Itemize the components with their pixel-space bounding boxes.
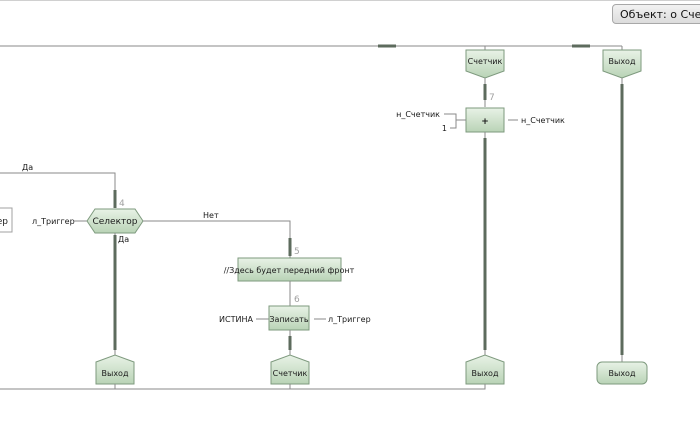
node-top-counter[interactable]: Счетчик xyxy=(465,49,505,79)
node-label: ер xyxy=(0,217,8,227)
node-plus[interactable]: + xyxy=(465,107,505,133)
step-number: 5 xyxy=(294,247,300,257)
node-bottom-exit-2[interactable]: Выход xyxy=(465,354,505,385)
branch-label-yes: Да xyxy=(118,235,129,244)
step-number: 7 xyxy=(489,93,495,103)
node-top-exit[interactable]: Выход xyxy=(602,49,642,79)
input-label: ИСТИНА xyxy=(219,315,253,324)
node-bottom-exit-1[interactable]: Выход xyxy=(95,354,135,385)
branch-label-yes: Да xyxy=(22,163,33,172)
node-bottom-exit-3[interactable]: Выход xyxy=(596,361,648,385)
node-selector[interactable]: Селектор xyxy=(86,208,144,234)
node-label: Счетчик xyxy=(273,369,308,378)
node-label: Выход xyxy=(609,57,636,66)
branch-label-no: Нет xyxy=(203,211,219,220)
node-label: Счетчик xyxy=(468,57,503,66)
node-write[interactable]: Записать xyxy=(268,305,310,331)
step-number: 4 xyxy=(119,199,125,209)
object-tab[interactable]: Объект: о Счетчик xyxy=(612,4,700,24)
output-label: л_Триггер xyxy=(328,315,371,324)
node-label: Выход xyxy=(102,369,129,378)
input-label: н_Счетчик xyxy=(396,110,440,119)
node-label: Селектор xyxy=(92,217,137,227)
node-label: //Здесь будет передний фронт xyxy=(224,266,355,275)
node-comment[interactable]: //Здесь будет передний фронт xyxy=(224,257,355,282)
node-label: Выход xyxy=(472,369,499,378)
node-label: Выход xyxy=(609,369,636,378)
top-border xyxy=(0,0,700,1)
node-label: Записать xyxy=(269,315,308,324)
input-label: л_Триггер xyxy=(32,217,75,226)
node-bottom-counter[interactable]: Счетчик xyxy=(270,354,310,385)
bottom-bus-line xyxy=(0,384,486,390)
node-label: + xyxy=(481,117,489,127)
input-label: 1 xyxy=(442,124,447,133)
step-number: 6 xyxy=(294,295,300,305)
node-left-partial[interactable]: ер xyxy=(0,207,13,233)
output-label: н_Счетчик xyxy=(521,116,565,125)
